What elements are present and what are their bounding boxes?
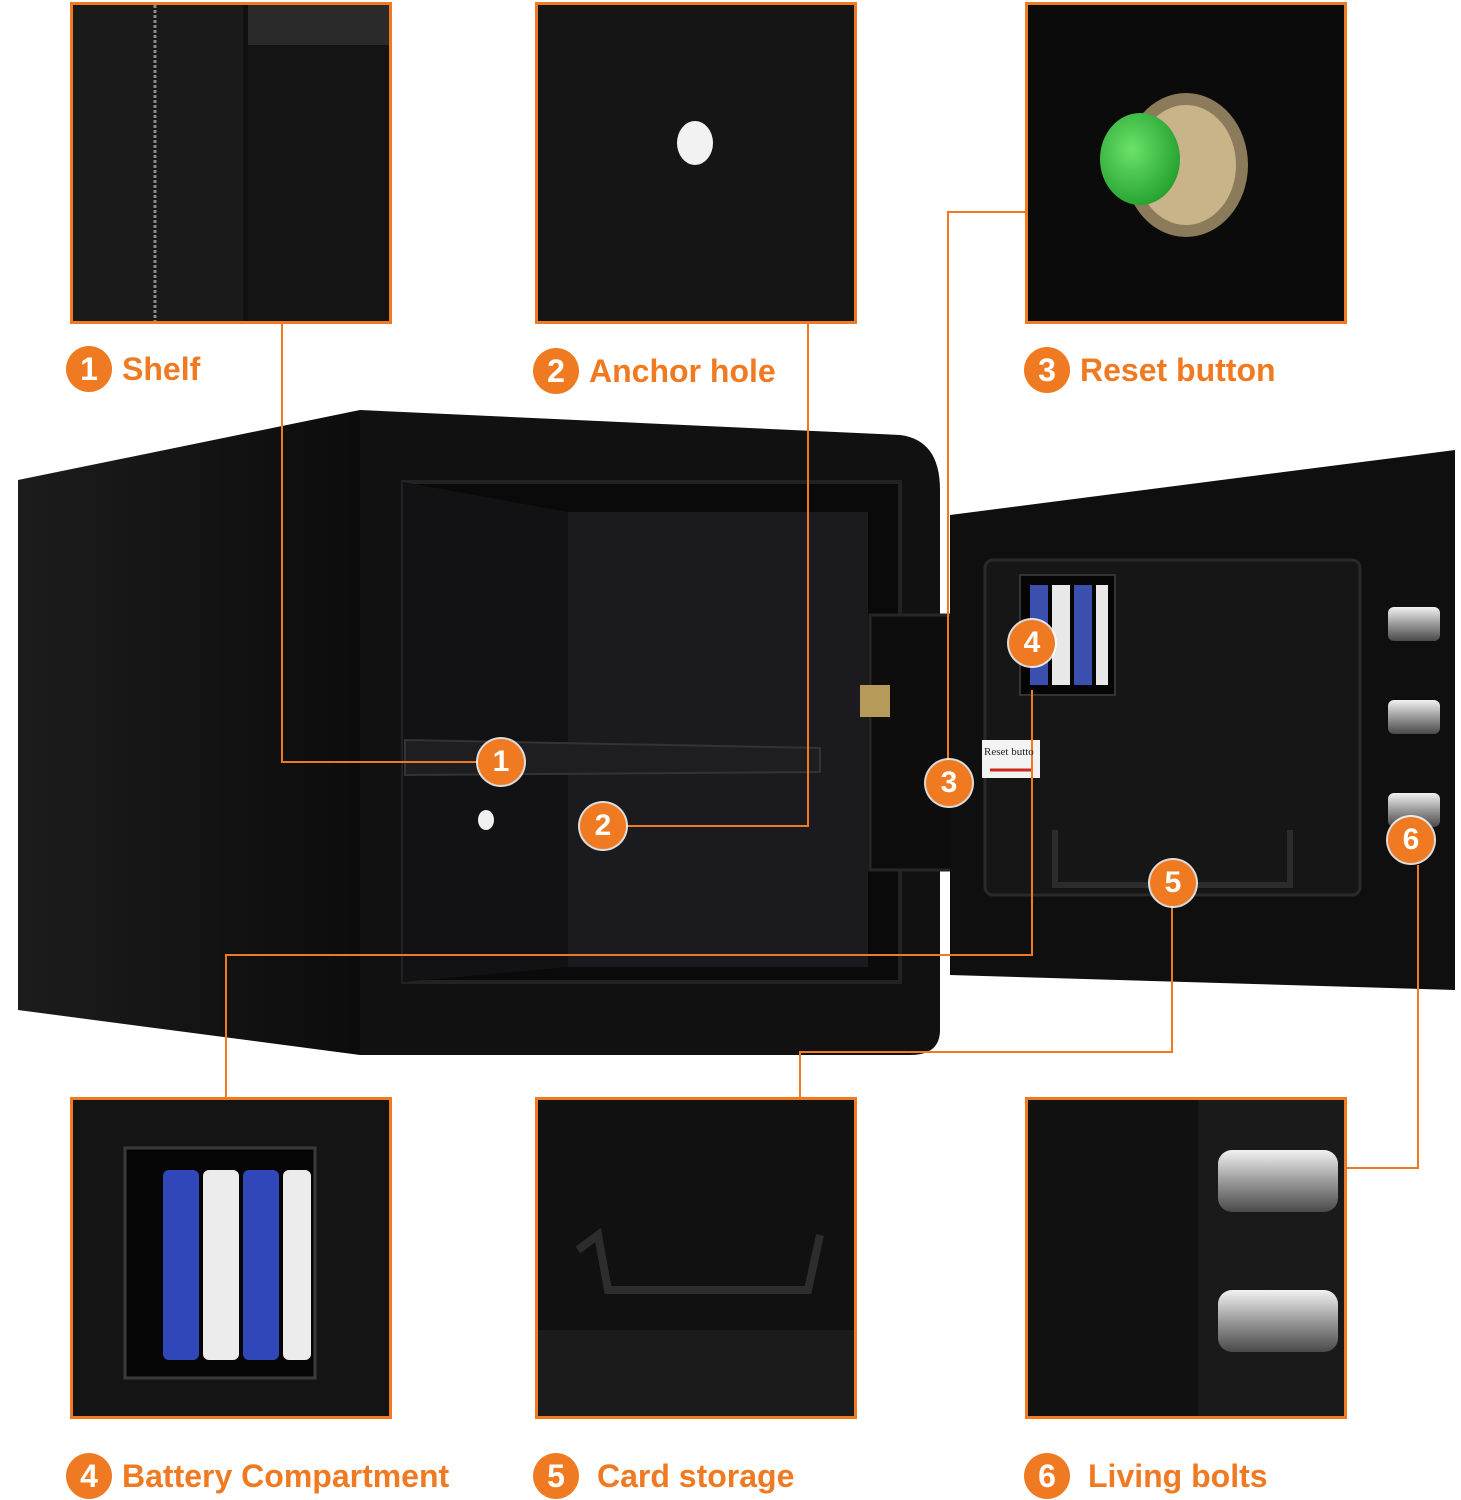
caption-number-1: 1 <box>66 346 112 392</box>
caption-label-anchor-hole: Anchor hole <box>589 352 776 389</box>
marker-2-anchor-hole: 2 <box>580 803 626 849</box>
card-storage-detail-panel <box>535 1097 857 1419</box>
marker-3-reset-button: 3 <box>926 760 972 806</box>
marker-4-battery-compartment: 4 <box>1009 620 1055 666</box>
safe-door <box>950 450 1455 990</box>
safe-body <box>18 410 940 1055</box>
caption-number-5: 5 <box>533 1453 579 1499</box>
living-bolts-detail-panel <box>1025 1097 1347 1419</box>
caption-label-card-storage: Card storage <box>597 1457 795 1494</box>
reset-button-detail-image <box>1028 5 1344 321</box>
card-storage-detail-image <box>538 1100 854 1416</box>
reset-button-detail-panel <box>1025 2 1347 324</box>
shelf-detail-panel <box>70 2 392 324</box>
caption-label-reset-button: Reset button <box>1080 351 1276 388</box>
battery-compartment-detail-image <box>73 1100 389 1416</box>
anchor-hole-detail-panel <box>535 2 857 324</box>
caption-number-3: 3 <box>1024 347 1070 393</box>
marker-6-living-bolts: 6 <box>1388 817 1434 863</box>
caption-label-living-bolts: Living bolts <box>1088 1457 1268 1494</box>
caption-living-bolts: 6 Living bolts <box>1024 1453 1268 1499</box>
caption-label-battery-compartment: Battery Compartment <box>122 1457 450 1494</box>
caption-number-4: 4 <box>66 1453 112 1499</box>
caption-reset-button: 3 Reset button <box>1024 347 1276 393</box>
caption-label-shelf: Shelf <box>122 350 201 387</box>
caption-battery-compartment: 4 Battery Compartment <box>66 1453 449 1499</box>
caption-number-6: 6 <box>1024 1453 1070 1499</box>
marker-5-card-storage: 5 <box>1150 860 1196 906</box>
caption-number-2: 2 <box>533 348 579 394</box>
battery-compartment-detail-panel <box>70 1097 392 1419</box>
shelf-detail-image <box>73 5 389 321</box>
caption-shelf: 1 Shelf <box>66 346 200 392</box>
caption-card-storage: 5 Card storage <box>533 1453 794 1499</box>
anchor-hole-detail-image <box>538 5 854 321</box>
living-bolts-detail-image <box>1028 1100 1344 1416</box>
caption-anchor-hole: 2 Anchor hole <box>533 348 776 394</box>
marker-1-shelf: 1 <box>478 739 524 785</box>
reset-sticker-text: Reset butto <box>984 746 1034 758</box>
